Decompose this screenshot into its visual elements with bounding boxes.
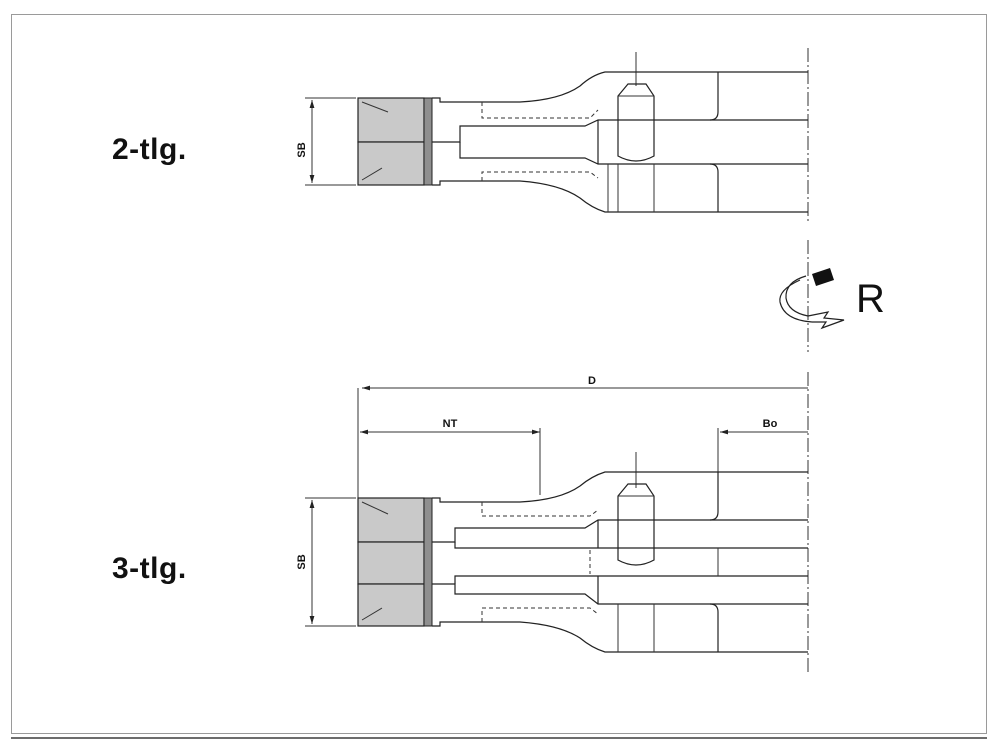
drawing-frame — [11, 14, 987, 734]
label-2-tlg: 2-tlg. — [112, 133, 187, 166]
rotation-symbol: R — [779, 240, 885, 352]
page-baseline — [11, 737, 987, 739]
tool-2-part: SB — [296, 48, 809, 222]
knife-edge-strip — [423, 97, 433, 186]
sb-label-bottom: SB — [296, 554, 308, 569]
sb-label-top: SB — [296, 142, 308, 157]
nt-label: NT — [443, 418, 458, 430]
d-label: D — [588, 375, 596, 387]
label-3-tlg: 3-tlg. — [112, 552, 187, 585]
tool-3-part: D NT Bo — [296, 372, 809, 672]
knife-edge-strip-3 — [423, 497, 433, 627]
body-outline-top — [432, 71, 808, 103]
knife-block-2 — [357, 541, 425, 585]
knife-block-lower — [357, 141, 425, 186]
bolt-bottom — [617, 483, 655, 566]
rotation-label: R — [856, 277, 885, 321]
bo-label: Bo — [763, 418, 778, 430]
rotation-blade-icon — [812, 268, 834, 286]
rotation-arrow-icon — [807, 311, 845, 330]
bolt-top — [617, 83, 655, 162]
knife-block-3 — [357, 583, 425, 627]
body-outline-bottom — [432, 180, 808, 213]
